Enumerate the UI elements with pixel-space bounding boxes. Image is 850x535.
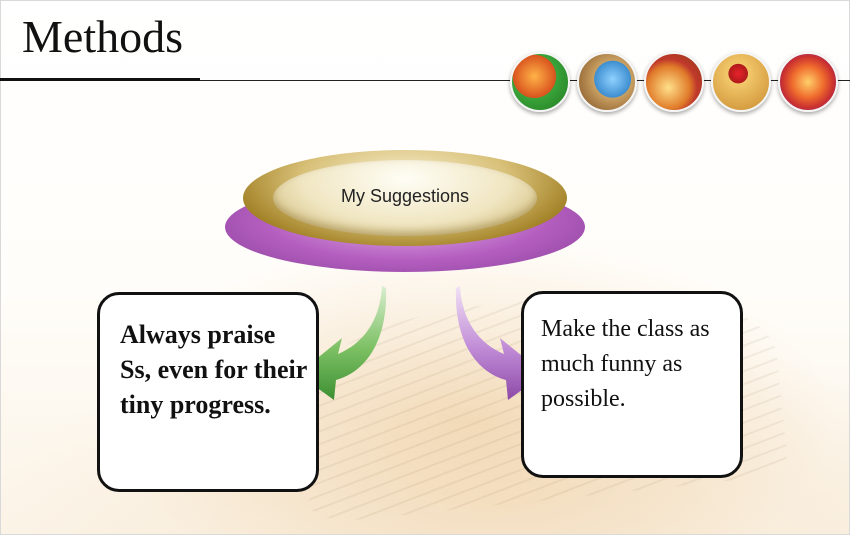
apple-books-photo-icon [711, 52, 771, 112]
title-underline-accent [0, 78, 200, 81]
globe-photo-icon [577, 52, 637, 112]
suggestions-oval: My Suggestions [225, 150, 585, 275]
funny-class-suggestion-text: Make the class as much funny as possible… [541, 316, 710, 412]
crayons-photo-icon [778, 52, 838, 112]
thumbnail-strip [510, 52, 840, 112]
oval-label: My Suggestions [340, 186, 470, 206]
praise-suggestion-box: Always praise Ss, even for their tiny pr… [97, 292, 319, 492]
school-supplies-photo-icon [644, 52, 704, 112]
pencils-photo-icon [510, 52, 570, 112]
arrow-left-icon [298, 286, 387, 400]
oval-inner-face [273, 160, 537, 236]
funny-class-suggestion-box: Make the class as much funny as possible… [521, 291, 743, 478]
praise-suggestion-text: Always praise Ss, even for their tiny pr… [120, 320, 307, 419]
title-underline [0, 80, 850, 81]
slide-title: Methods [22, 11, 183, 62]
